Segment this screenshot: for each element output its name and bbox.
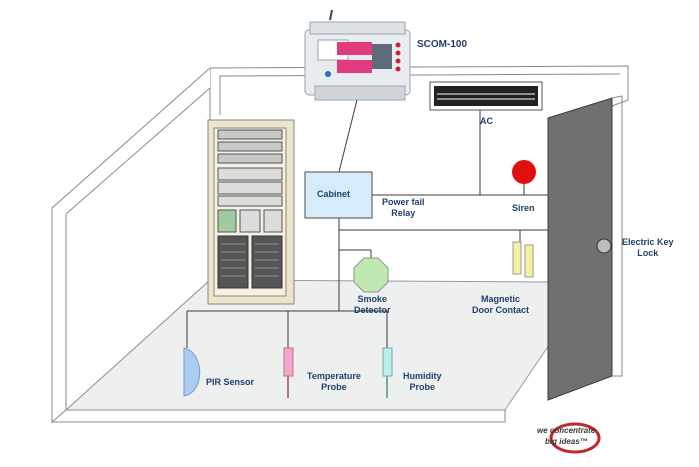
- humidity-probe-icon: [382, 347, 393, 398]
- siren-icon: [512, 160, 536, 184]
- siren-label: Siren: [512, 203, 535, 213]
- power-fail-relay-line1: Power fail: [382, 197, 425, 207]
- electric-key-lock-line2: Lock: [637, 248, 659, 258]
- temperature-probe-line1: Temperature: [307, 371, 361, 381]
- wiring: [186, 99, 548, 348]
- power-fail-relay-label: Power fail Relay: [382, 197, 425, 219]
- magnetic-door-contact-label: Magnetic Door Contact: [472, 294, 529, 316]
- magnetic-door-contact-line1: Magnetic: [480, 294, 520, 304]
- company-logo: we concentrate big ideas™: [535, 420, 625, 460]
- cabinet-label: Cabinet: [317, 189, 351, 199]
- humidity-probe-label: Humidity Probe: [403, 371, 442, 393]
- ac-unit: [429, 81, 543, 111]
- electric-key-lock-label: Electric Key Lock: [622, 237, 674, 259]
- pir-sensor-label: PIR Sensor: [206, 377, 255, 387]
- cabinet-box: [304, 171, 373, 219]
- ac-label: AC: [480, 116, 493, 126]
- electric-key-lock-line1: Electric Key: [622, 237, 674, 247]
- server-rack: [207, 119, 295, 305]
- magnetic-door-contact-line2: Door Contact: [472, 305, 529, 315]
- smoke-detector-label: Smoke Detector: [354, 294, 391, 316]
- smoke-detector-line2: Detector: [354, 305, 391, 315]
- smoke-detector-icon: [353, 257, 389, 293]
- temperature-probe-icon: [283, 347, 294, 398]
- power-fail-relay-line2: Relay: [391, 208, 416, 218]
- logo-line2: big ideas™: [545, 437, 588, 446]
- temperature-probe-line2: Probe: [321, 382, 347, 392]
- logo-line1: we concentrate: [537, 426, 596, 435]
- smoke-detector-line1: Smoke: [357, 294, 388, 304]
- door: [547, 95, 623, 401]
- humidity-probe-line2: Probe: [409, 382, 436, 392]
- humidity-probe-line1: Humidity: [403, 371, 442, 381]
- floor-edge: [50, 409, 506, 423]
- pir-sensor-icon: [183, 347, 201, 397]
- temperature-probe-label: Temperature Probe: [307, 371, 361, 393]
- magnetic-door-contact-icon: [512, 241, 534, 278]
- scom-100-label: SCOM-100: [417, 39, 467, 50]
- electric-key-lock-icon: [596, 238, 612, 254]
- scom-100-device: [304, 9, 411, 101]
